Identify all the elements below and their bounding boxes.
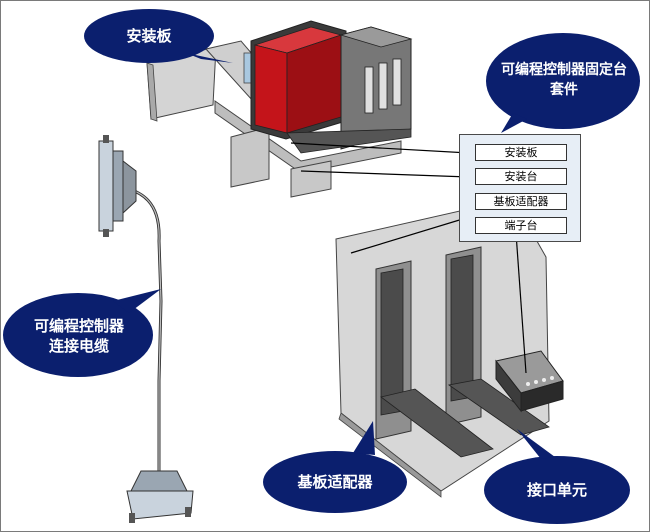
- kit-item-base-adapter: 基板适配器: [475, 193, 567, 210]
- callout-shapes: [3, 9, 640, 524]
- plc-unit: [250, 20, 413, 154]
- callout-plc-cable: 可编程控制器 连接电缆: [33, 317, 124, 355]
- kit-item-mounting-base: 安装台: [475, 168, 567, 185]
- base-adapter: [335, 198, 550, 498]
- kit-component-panel: 安装板 安装台 基板适配器 端子台: [459, 134, 581, 242]
- plc-cable: [98, 135, 194, 523]
- leader-lines: [290, 142, 527, 374]
- terminal-block: [495, 350, 564, 413]
- kit-item-terminal-block: 端子台: [475, 217, 567, 234]
- callout-base-adapter: 基板适配器: [297, 473, 373, 491]
- kit-item-mounting-plate: 安装板: [475, 144, 567, 161]
- callout-mounting-plate: 安装板: [126, 27, 172, 45]
- callout-plc-fixing-kit: 可编程控制器固定台 套件: [501, 62, 627, 98]
- callout-interface-unit: 接口单元: [526, 481, 587, 499]
